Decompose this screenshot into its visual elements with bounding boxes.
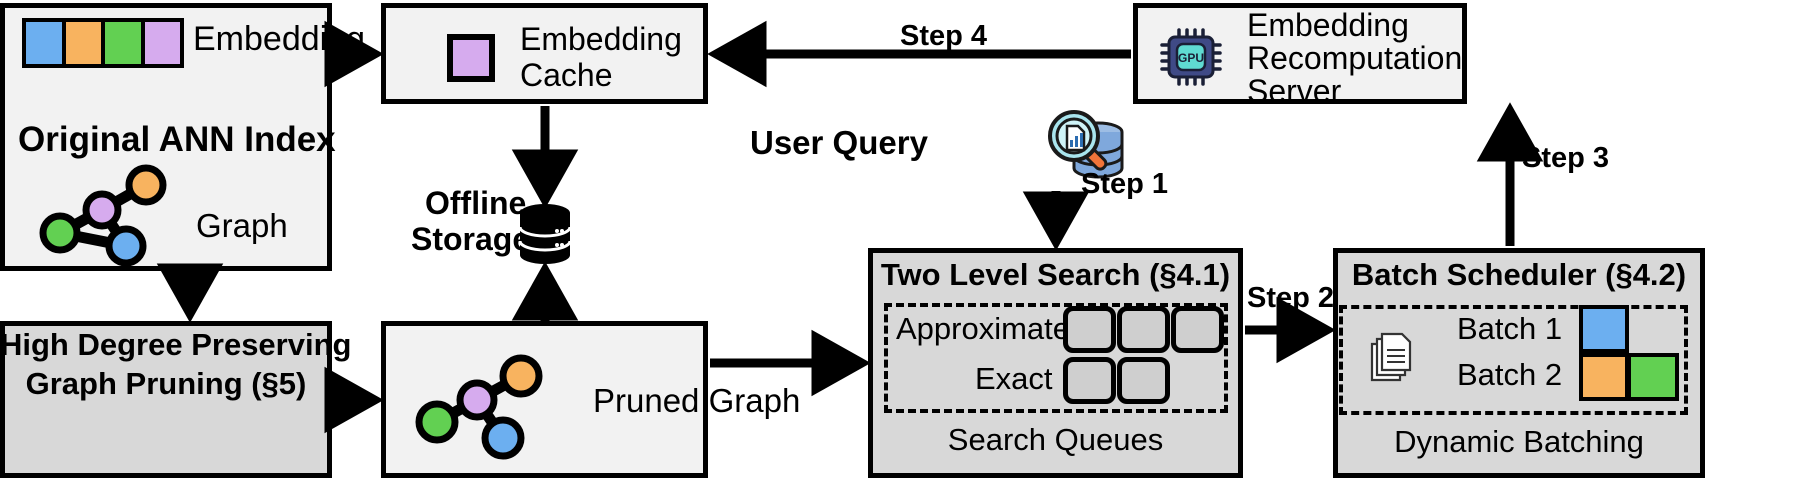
recompute-server-line3: Server bbox=[1247, 73, 1342, 109]
queue-slot[interactable] bbox=[1117, 357, 1170, 404]
step-3-label: Step 3 bbox=[1522, 142, 1610, 174]
graph-pruning-title-line1: High Degree Preserving bbox=[0, 327, 352, 362]
embedding-cache-swatch bbox=[447, 34, 495, 82]
embedding-label: Embedding bbox=[193, 20, 366, 58]
approximate-row-label: Approximate bbox=[896, 311, 1071, 346]
recompute-server-line1: Embedding bbox=[1247, 7, 1409, 43]
queue-slot[interactable] bbox=[1063, 306, 1116, 353]
embedding-cell-purple bbox=[144, 22, 180, 64]
exact-row-label: Exact bbox=[975, 361, 1053, 396]
batch-1-cells bbox=[1579, 305, 1629, 353]
pruned-graph-icon bbox=[415, 354, 543, 460]
graph-pruning-title-line2: Graph Pruning (§5) bbox=[25, 366, 307, 401]
pruned-graph-label: Pruned Graph bbox=[593, 382, 801, 419]
search-database-icon bbox=[1048, 110, 1124, 179]
step-1-label: Step 1 bbox=[1081, 168, 1169, 200]
database-icon bbox=[518, 204, 572, 264]
dynamic-batching-group bbox=[1339, 305, 1688, 415]
queue-slot[interactable] bbox=[1171, 306, 1224, 353]
batch-2-label: Batch 2 bbox=[1457, 357, 1563, 392]
embedding-cell-orange bbox=[65, 22, 101, 64]
batch-2-cells bbox=[1579, 353, 1679, 401]
embedding-cell-green bbox=[105, 22, 141, 64]
search-queues-footer: Search Queues bbox=[947, 422, 1164, 457]
step-4-label: Step 4 bbox=[900, 20, 988, 52]
offline-storage-line1: Offline bbox=[425, 185, 527, 221]
dynamic-batching-footer: Dynamic Batching bbox=[1394, 424, 1644, 459]
batch-cell-orange bbox=[1579, 353, 1629, 401]
gpu-icon-text: GPU bbox=[1178, 51, 1204, 65]
graph-pruning-box bbox=[0, 321, 332, 478]
step-2-label: Step 2 bbox=[1247, 282, 1335, 314]
queue-slot[interactable] bbox=[1117, 306, 1170, 353]
queue-slot[interactable] bbox=[1063, 357, 1116, 404]
user-query-label: User Query bbox=[750, 124, 928, 161]
graph-label: Graph bbox=[196, 207, 288, 244]
pruned-graph-box bbox=[381, 321, 708, 478]
gpu-icon: GPU bbox=[1160, 28, 1222, 86]
offline-storage-line2: Storage bbox=[411, 221, 531, 257]
exact-queue-slots bbox=[1063, 357, 1170, 404]
embedding-cache-line1: Embedding bbox=[520, 21, 682, 57]
embedding-swatch-strip bbox=[22, 18, 184, 68]
embedding-cell-blue bbox=[26, 22, 62, 64]
approximate-queue-slots bbox=[1063, 306, 1224, 353]
original-ann-index-title: Original ANN Index bbox=[18, 120, 336, 159]
batch-1-label: Batch 1 bbox=[1457, 311, 1563, 346]
recompute-server-line2: Recomputation bbox=[1247, 40, 1463, 76]
search-queues-group bbox=[884, 303, 1228, 413]
batch-cell-blue bbox=[1579, 305, 1629, 353]
two-level-search-title: Two Level Search (§4.1) bbox=[880, 257, 1231, 292]
batch-cell-green bbox=[1629, 353, 1679, 401]
batch-scheduler-title: Batch Scheduler (§4.2) bbox=[1351, 257, 1687, 292]
embedding-cache-box bbox=[381, 3, 708, 104]
original-graph-icon bbox=[39, 164, 167, 267]
embedding-cache-line2: Cache bbox=[520, 57, 613, 93]
documents-icon bbox=[1370, 332, 1412, 382]
